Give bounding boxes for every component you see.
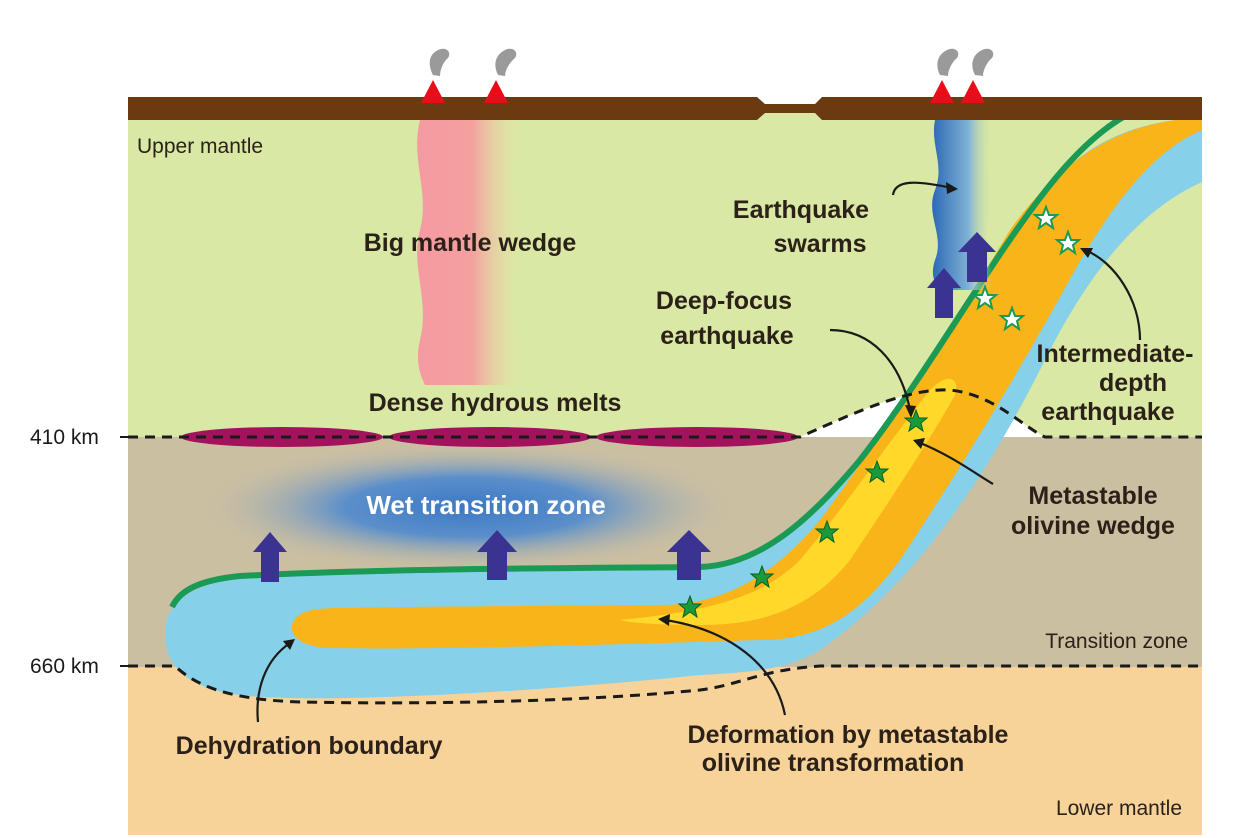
deep-focus-label-1: Deep-focus	[656, 287, 792, 315]
deformation-label-2: olivine transformation	[702, 749, 965, 777]
up-arrow-icon	[667, 530, 711, 580]
wet-transition-zone	[193, 441, 743, 573]
star-icon	[677, 594, 703, 619]
slab-core	[291, 118, 1202, 649]
star-icon	[1054, 229, 1082, 256]
slab-top-line	[169, 97, 1202, 609]
metastable-label-1: Metastable	[1028, 482, 1157, 510]
lower-mantle-label: Lower mantle	[1056, 797, 1182, 820]
upper-mantle-label: Upper mantle	[137, 135, 263, 158]
intermediate-label-2: depth	[1099, 369, 1167, 397]
arrowhead	[946, 182, 958, 194]
depth-410-label: 410 km	[30, 426, 99, 449]
star-icon	[864, 459, 890, 484]
boundary-410-line	[128, 388, 1202, 439]
leader-earthquake-swarms	[891, 181, 953, 196]
up-arrow-icon	[958, 232, 996, 282]
leader-metastable	[917, 440, 994, 485]
leader-dehydration	[256, 642, 291, 723]
dense-hydrous-melts-label: Dense hydrous melts	[369, 389, 622, 417]
volcano-icon	[961, 80, 985, 103]
volcano-icon	[421, 80, 445, 103]
smoke-icon	[937, 48, 959, 76]
arrowhead	[905, 405, 916, 418]
volcano-icon	[930, 80, 954, 103]
star-icon	[1032, 204, 1060, 231]
smoke-icon	[495, 48, 517, 76]
earthquake-swarms-label-2: swarms	[773, 230, 866, 258]
depth-660-label: 660 km	[30, 655, 99, 678]
metastable-label-2: olivine wedge	[1011, 512, 1175, 540]
up-arrow-icon	[253, 532, 287, 582]
wet-transition-zone-label: Wet transition zone	[366, 490, 605, 520]
big-mantle-wedge-label: Big mantle wedge	[364, 229, 577, 257]
smoke-icon	[972, 48, 994, 76]
leader-deformation	[664, 618, 787, 716]
intermediate-label-3: earthquake	[1041, 398, 1174, 426]
star-icon	[749, 564, 775, 589]
star-icon	[814, 519, 840, 544]
earthquake-swarms-label-1: Earthquake	[733, 196, 869, 224]
volcano-group-left	[421, 48, 517, 103]
arrowhead	[283, 639, 295, 650]
volcano-icon	[484, 80, 508, 103]
up-arrow-icon	[927, 268, 961, 318]
deformation-label-1: Deformation by metastable	[688, 721, 1009, 749]
deep-focus-label-2: earthquake	[660, 322, 793, 350]
arrowhead	[1080, 248, 1093, 258]
arrowhead	[913, 438, 925, 449]
intermediate-label-1: Intermediate-	[1037, 340, 1194, 368]
up-arrow-icon	[477, 530, 517, 580]
transition-zone-label: Transition zone	[1045, 630, 1188, 653]
volcano-group-right	[930, 48, 994, 103]
metastable-olivine-wedge	[620, 378, 957, 625]
star-icon	[998, 305, 1026, 332]
dehydration-boundary-label: Dehydration boundary	[176, 732, 443, 760]
crust	[128, 97, 1202, 120]
big-mantle-wedge-plume	[417, 120, 518, 385]
leader-deep-focus	[829, 328, 912, 411]
leader-intermediate	[1084, 248, 1142, 341]
smoke-icon	[429, 48, 450, 76]
boundary-660-line	[128, 664, 1202, 705]
star-icon	[971, 284, 999, 311]
arrowhead	[658, 614, 670, 626]
star-icon	[903, 408, 929, 433]
